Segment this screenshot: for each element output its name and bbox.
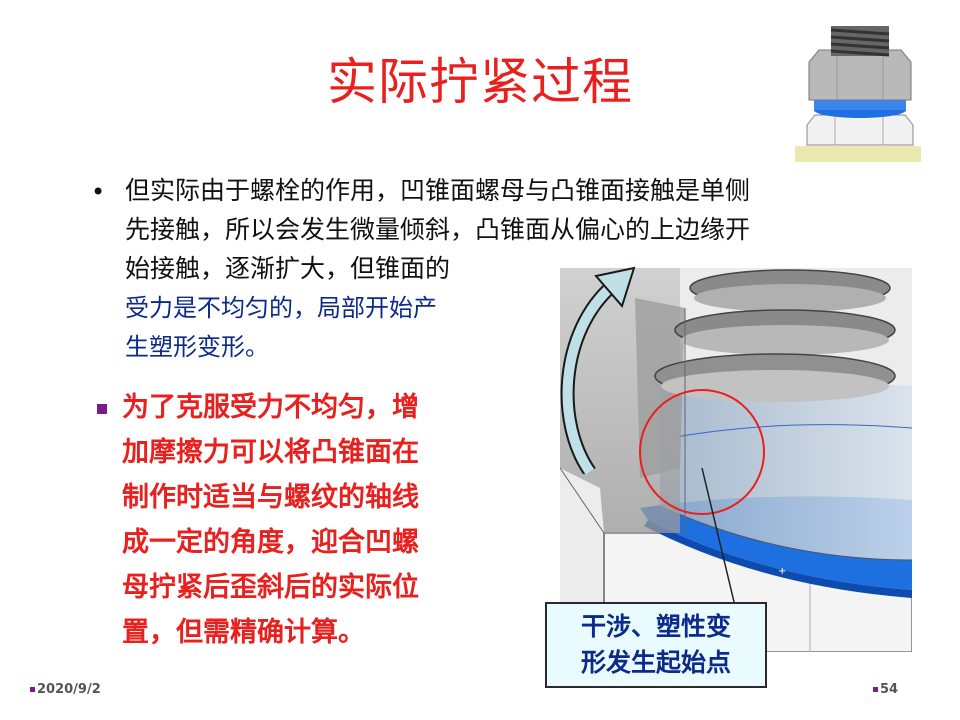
bullet-1-cont-line: 受力是不均匀的，局部开始产	[125, 294, 437, 322]
bullet-2-line: 母拧紧后歪斜后的实际位	[122, 572, 419, 603]
slide-title: 实际拧紧过程	[327, 53, 633, 111]
rotation-arrow-icon	[560, 266, 636, 474]
bullet-marker: •	[91, 178, 106, 206]
footer-page-text: 54	[880, 682, 899, 697]
bullet-2-line: 制作时适当与螺纹的轴线	[122, 482, 419, 513]
bullet-text-1-continued: 受力是不均匀的，局部开始产 生塑形变形。	[125, 289, 565, 367]
bullet-2-line: 置，但需精确计算。	[122, 617, 365, 648]
square-bullet-icon	[97, 404, 107, 414]
bullet-1-cont-line: 生塑形变形。	[125, 333, 269, 361]
bullet-2-line: 为了克服受力不均匀，增	[122, 392, 419, 423]
callout-line: 形发生起始点	[580, 648, 731, 677]
footer-date-text: 2020/9/2	[37, 682, 101, 697]
nut-thumbnail-image	[795, 20, 921, 162]
bullet-1-line: 但实际由于螺栓的作用，凹锥面螺母与凸锥面接触是单侧	[125, 176, 751, 205]
footer-square-icon	[30, 687, 35, 692]
bullet-2-line: 加摩擦力可以将凸锥面在	[122, 437, 419, 468]
footer-square-icon	[873, 687, 878, 692]
bullet-text-1: 但实际由于螺栓的作用，凹锥面螺母与凸锥面接触是单侧 先接触，所以会发生微量倾斜，…	[125, 171, 925, 288]
bullet-2-line: 成一定的角度，迎合凹螺	[122, 527, 419, 558]
callout-line: 干涉、塑性变	[580, 612, 731, 641]
svg-text:+: +	[778, 566, 786, 577]
footer-date: 2020/9/2	[30, 682, 101, 697]
bullet-1-line: 先接触，所以会发生微量倾斜，凸锥面从偏心的上边缘开	[125, 215, 751, 244]
callout-box: 干涉、塑性变 形发生起始点	[545, 602, 767, 688]
bullet-1-line: 始接触，逐渐扩大，但锥面的	[125, 254, 451, 283]
bullet-text-2: 为了克服受力不均匀，增 加摩擦力可以将凸锥面在 制作时适当与螺纹的轴线 成一定的…	[122, 385, 542, 655]
footer-page-number: 54	[873, 682, 898, 697]
